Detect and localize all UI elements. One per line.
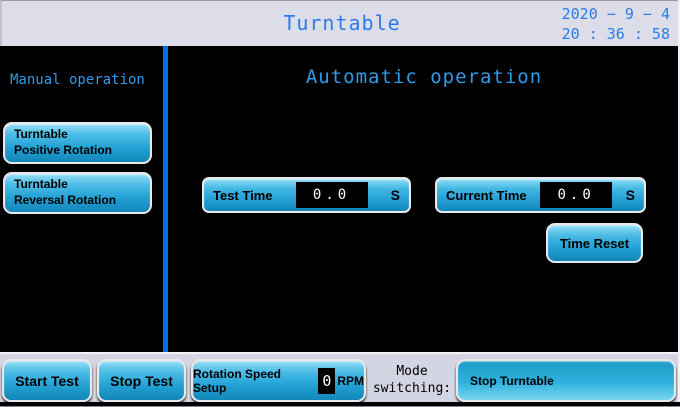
mode-switching-label: Mode switching: <box>372 364 452 396</box>
button-label: Turntable Positive Rotation <box>14 127 113 157</box>
footer-bar: Start Test Stop Test Rotation Speed Setu… <box>0 352 680 402</box>
rotation-speed-value-field[interactable]: 0 <box>318 367 336 394</box>
button-label: Turntable Reversal Rotation <box>14 177 117 207</box>
main-body: Manual operation Turntable Positive Rota… <box>0 46 680 352</box>
start-test-button[interactable]: Start Test <box>2 359 92 402</box>
header-bar: Turntable 2020 − 9 − 4 20 : 36 : 58 <box>0 0 680 46</box>
date-display: 2020 − 9 − 4 <box>561 5 670 23</box>
current-time-value-display: 0.0 <box>540 182 613 208</box>
current-time-panel: Current Time 0.0 S <box>435 177 646 213</box>
test-time-label: Test Time <box>213 187 273 203</box>
manual-operation-heading: Manual operation <box>10 72 145 88</box>
datetime-display: 2020 − 9 − 4 20 : 36 : 58 <box>562 4 670 45</box>
screen-right-border <box>678 0 680 402</box>
turntable-reversal-rotation-button[interactable]: Turntable Reversal Rotation <box>3 172 152 214</box>
rotation-speed-unit: RPM <box>337 373 364 388</box>
rotation-speed-setup-control: Rotation Speed Setup 0 RPM <box>191 359 366 402</box>
stop-test-button[interactable]: Stop Test <box>97 359 186 402</box>
test-time-value-field[interactable]: 0.0 <box>295 182 368 208</box>
time-reset-button[interactable]: Time Reset <box>546 223 643 263</box>
test-time-unit: S <box>390 187 400 203</box>
current-time-label: Current Time <box>446 187 527 203</box>
screen-bottom-border <box>0 402 680 407</box>
sidebar-divider <box>163 46 168 352</box>
turntable-positive-rotation-button[interactable]: Turntable Positive Rotation <box>3 122 152 164</box>
automatic-operation-heading: Automatic operation <box>305 66 543 88</box>
test-time-panel: Test Time 0.0 S <box>202 177 411 213</box>
time-display: 20 : 36 : 58 <box>561 25 670 44</box>
page-title: Turntable <box>283 11 401 35</box>
mode-switching-selector[interactable]: Stop Turntable <box>456 359 676 402</box>
rotation-speed-label: Rotation Speed Setup <box>193 366 282 395</box>
current-time-unit: S <box>625 187 635 203</box>
